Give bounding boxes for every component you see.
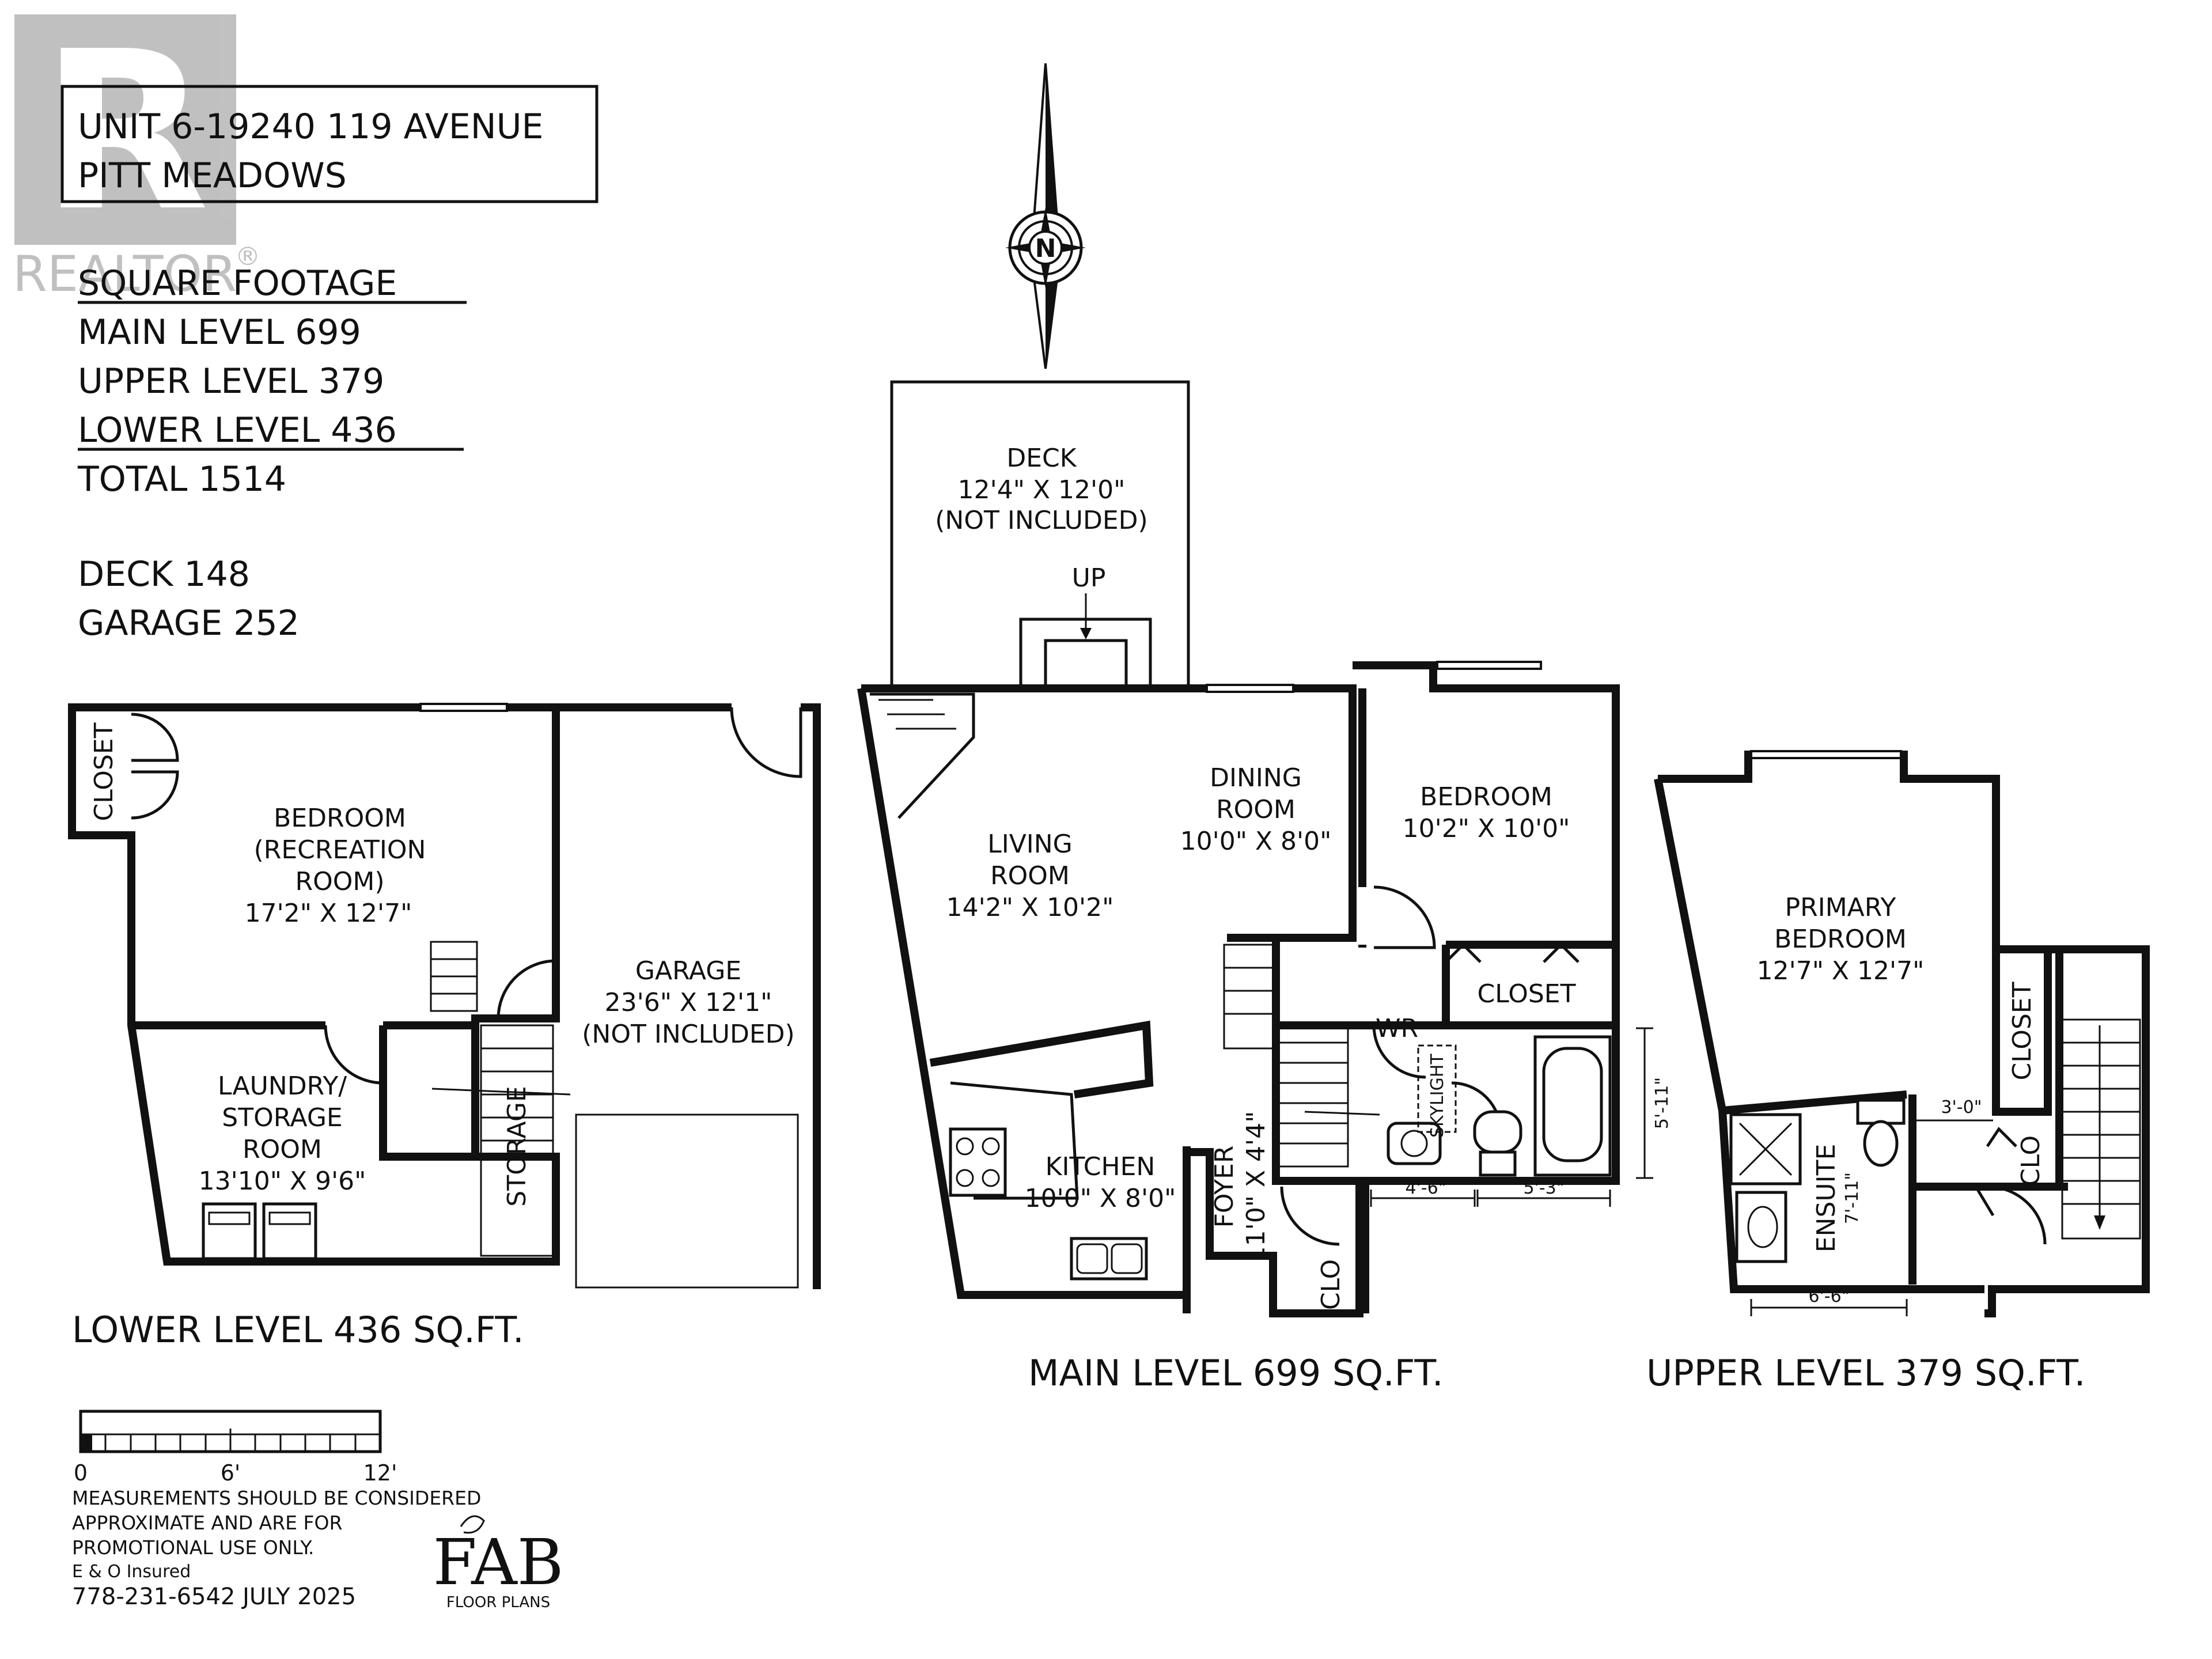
main-living-label-2: ROOM xyxy=(990,861,1070,891)
realtor-logo-letter: R xyxy=(41,4,210,259)
main-bedroom-dims: 10'2" X 10'0" xyxy=(1403,814,1570,843)
upper-ensuite-dim: 7'-11" xyxy=(1842,1172,1862,1224)
upper-clo-label: CLO xyxy=(2016,1135,2046,1186)
realtor-logo-box xyxy=(14,14,236,245)
lower-level-caption: LOWER LEVEL 436 SQ.FT. xyxy=(72,1309,524,1351)
upper-ensuite-label: ENSUITE xyxy=(1812,1144,1841,1253)
lower-garage-dims: 23'6" X 12'1" xyxy=(605,988,772,1017)
sqft-heading: SQUARE FOOTAGE xyxy=(78,263,397,304)
disclaimer-line-2: APPROXIMATE AND ARE FOR xyxy=(72,1512,342,1534)
upper-level-caption: UPPER LEVEL 379 SQ.FT. xyxy=(1646,1352,2085,1394)
deck-note: (NOT INCLUDED) xyxy=(935,506,1147,535)
scale-bar: 0 6' 12' xyxy=(74,1410,397,1486)
deck-label: DECK xyxy=(1006,444,1077,473)
deck-dims: 12'4" X 12'0" xyxy=(958,475,1126,505)
main-dining-dims: 10'0" X 8'0" xyxy=(1180,827,1332,856)
lower-bedroom-label-3: ROOM) xyxy=(296,867,385,896)
lower-storage-label: STORAGE xyxy=(502,1086,532,1206)
disclaimer-line-4: E & O Insured xyxy=(72,1562,191,1582)
upper-level-plan: 6'-6" 3'-0" PRIMARY BEDROOM 12'7" X 12'7… xyxy=(1646,750,2150,1394)
lower-closet-label: CLOSET xyxy=(89,722,119,821)
main-kitchen-dims: 10'0" X 8'0" xyxy=(1025,1184,1176,1213)
realtor-watermark: R REALTOR ® xyxy=(13,4,260,303)
lower-bedroom-label-2: (RECREATION xyxy=(254,835,426,865)
compass-north-label: N xyxy=(1035,234,1056,263)
main-level-caption: MAIN LEVEL 699 SQ.FT. xyxy=(1028,1352,1444,1394)
deck-up-label: UP xyxy=(1072,563,1106,593)
main-closet-label: CLOSET xyxy=(1478,979,1576,1009)
disclaimer-line-1: MEASUREMENTS SHOULD BE CONSIDERED xyxy=(72,1487,481,1509)
sqft-garage: GARAGE 252 xyxy=(78,603,300,643)
sqft-lower: LOWER LEVEL 436 xyxy=(78,410,397,450)
upper-primary-label-2: BEDROOM xyxy=(1774,925,1907,954)
lower-bedroom-dims: 17'2" X 12'7" xyxy=(245,899,412,928)
title-address: UNIT 6-19240 119 AVENUE xyxy=(78,107,543,147)
main-bedroom-label: BEDROOM xyxy=(1420,782,1552,812)
main-kitchen-label: KITCHEN xyxy=(1046,1152,1156,1181)
scale-tick-12: 12' xyxy=(363,1460,397,1486)
main-living-label-1: LIVING xyxy=(987,830,1073,859)
main-level-plan: DECK 12'4" X 12'0" (NOT INCLUDED) UP xyxy=(857,380,1672,1394)
main-foyer-label: FOYER xyxy=(1210,1146,1239,1228)
lower-laundry-label-3: ROOM xyxy=(243,1135,322,1164)
main-dim-3: 5'-11" xyxy=(1652,1077,1672,1129)
square-footage-summary: SQUARE FOOTAGE MAIN LEVEL 699 UPPER LEVE… xyxy=(77,263,467,643)
main-dim-1: 4'-6" xyxy=(1405,1178,1446,1198)
realtor-brand-text: REALTOR xyxy=(13,245,237,303)
upper-dim-width: 6'-6" xyxy=(1808,1286,1849,1306)
disclaimer: MEASUREMENTS SHOULD BE CONSIDERED APPROX… xyxy=(72,1487,481,1610)
disclaimer-line-5: 778-231-6542 JULY 2025 xyxy=(72,1584,356,1610)
main-clo-label: CLO xyxy=(1316,1259,1346,1310)
fab-floor-plans-logo: FAB FLOOR PLANS xyxy=(433,1515,564,1611)
lower-laundry-dims: 13'10" X 9'6" xyxy=(199,1166,366,1196)
north-arrow-compass: N xyxy=(1005,63,1086,369)
title-block: UNIT 6-19240 119 AVENUE PITT MEADOWS xyxy=(60,85,599,203)
title-city: PITT MEADOWS xyxy=(78,156,347,196)
main-skylight-label: SKYLIGHT xyxy=(1427,1054,1448,1138)
fab-logo-sub: FLOOR PLANS xyxy=(446,1594,550,1611)
scale-tick-6: 6' xyxy=(221,1460,241,1486)
sqft-upper: UPPER LEVEL 379 xyxy=(78,361,384,402)
scale-tick-0: 0 xyxy=(74,1460,88,1486)
upper-dim-door: 3'-0" xyxy=(1941,1097,1982,1118)
lower-laundry-label-2: STORAGE xyxy=(222,1103,342,1132)
main-dining-label-2: ROOM xyxy=(1216,795,1296,824)
lower-bedroom-label-1: BEDROOM xyxy=(274,804,406,833)
upper-primary-dims: 12'7" X 12'7" xyxy=(1757,956,1925,986)
main-wr-label: WR xyxy=(1376,1014,1418,1043)
sqft-total: TOTAL 1514 xyxy=(77,459,286,499)
main-living-dims: 14'2" X 10'2" xyxy=(946,893,1114,922)
sqft-main: MAIN LEVEL 699 xyxy=(78,312,361,353)
upper-primary-label-1: PRIMARY xyxy=(1785,893,1896,922)
upper-closet-label: CLOSET xyxy=(2008,982,2037,1080)
main-dining-label-1: DINING xyxy=(1210,763,1302,793)
fab-logo-text: FAB xyxy=(433,1525,563,1599)
title-box xyxy=(60,85,599,203)
lower-garage-note: (NOT INCLUDED) xyxy=(582,1020,794,1049)
sqft-deck: DECK 148 xyxy=(78,554,250,594)
lower-level-plan: CLOSET BEDROOM (RECREATION ROOM) 17'2" X… xyxy=(68,703,821,1351)
main-foyer-dims: 11'0" X 4'4" xyxy=(1241,1111,1271,1263)
lower-laundry-label-1: LAUNDRY/ xyxy=(218,1071,347,1101)
lower-garage-label-1: GARAGE xyxy=(635,956,741,986)
main-dim-2: 5'-3" xyxy=(1523,1178,1564,1198)
realtor-brand-symbol: ® xyxy=(235,242,260,271)
disclaimer-line-3: PROMOTIONAL USE ONLY. xyxy=(72,1536,314,1559)
